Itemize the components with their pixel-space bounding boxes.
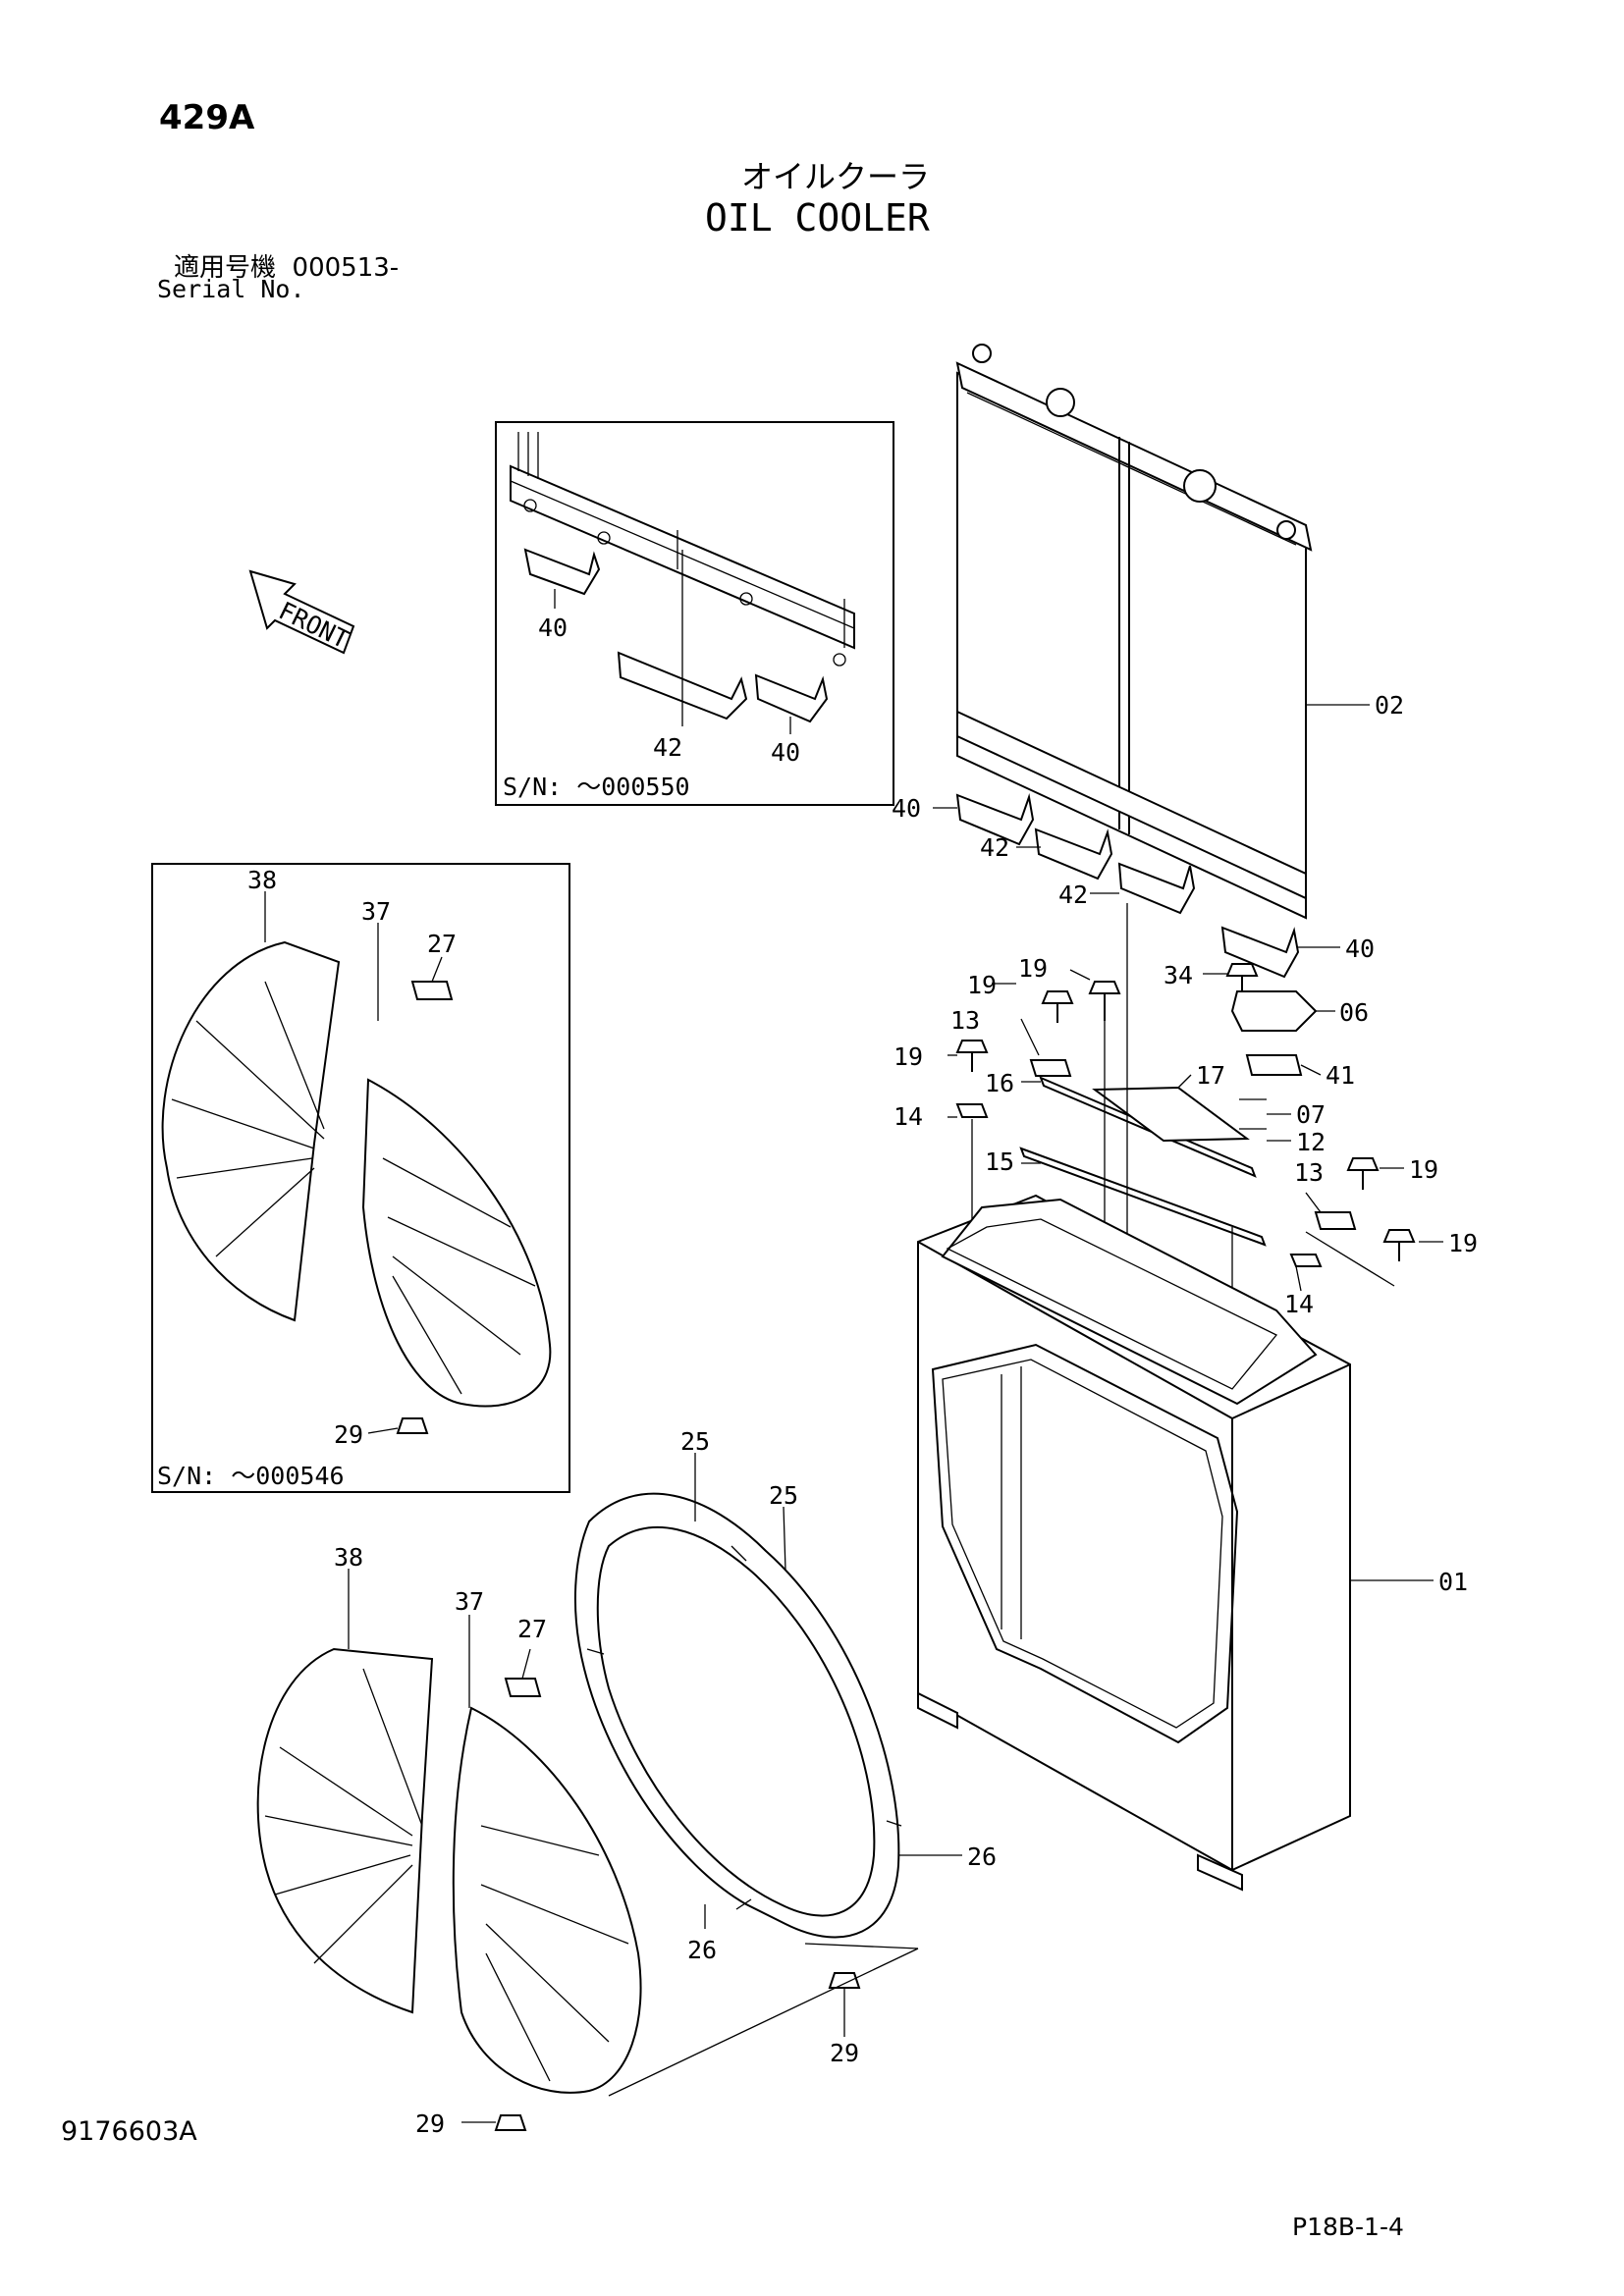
fan-guard-half-38 xyxy=(256,1647,434,2014)
bolt-19 xyxy=(1382,1229,1416,1261)
front-label: FRONT xyxy=(274,596,352,654)
callout-42-b: 42 xyxy=(1058,881,1088,909)
callout-19-b: 19 xyxy=(1018,954,1048,983)
bolt-19 xyxy=(1041,990,1074,1023)
callout-19-d: 19 xyxy=(1409,1155,1438,1184)
callout-01: 01 xyxy=(1438,1568,1468,1596)
callout-27: 27 xyxy=(517,1615,547,1643)
fan-guard-main: 38 37 27 29 29 xyxy=(256,1543,919,2138)
callout-34: 34 xyxy=(1164,961,1193,989)
bolt-27-inset xyxy=(410,981,454,1000)
callout-19-e: 19 xyxy=(1448,1229,1478,1257)
inset-box-top: 40 42 40 S/N: ～000550 xyxy=(495,421,894,806)
strip-17 xyxy=(1092,1086,1250,1143)
callout-29-a: 29 xyxy=(830,2039,859,2067)
page-code: 429A xyxy=(159,98,255,137)
callout-29-b: 29 xyxy=(415,2109,445,2138)
callout-02: 02 xyxy=(1375,691,1404,720)
bolt-29 xyxy=(494,2114,527,2131)
callout-37-inset: 37 xyxy=(361,897,391,926)
callout-29-inset: 29 xyxy=(334,1420,363,1449)
callout-15: 15 xyxy=(985,1148,1014,1176)
serial-label-japanese: 適用号機 000513- xyxy=(174,247,399,284)
oil-cooler-core: 02 xyxy=(955,344,1404,920)
shroud-frame-01: 01 xyxy=(917,1194,1468,1892)
serial-label-english: Serial No. xyxy=(157,275,305,303)
plate-14 xyxy=(955,1103,989,1118)
inset-top-serial-note: S/N: ～000550 xyxy=(503,773,690,801)
bolt-29-inset xyxy=(396,1417,429,1434)
bolt-19 xyxy=(1346,1157,1380,1190)
plate-14 xyxy=(1289,1254,1323,1267)
bolts-plates-cluster: 19 19 13 19 14 16 15 17 34 06 41 07 12 1… xyxy=(893,903,1478,1394)
callout-42-a: 42 xyxy=(980,833,1009,862)
callout-14-a: 14 xyxy=(893,1102,923,1131)
plate-13 xyxy=(1029,1059,1072,1077)
document-id: 9176603A xyxy=(61,2116,197,2147)
callout-17: 17 xyxy=(1196,1061,1225,1090)
bolt-27 xyxy=(504,1678,542,1697)
bolt-19 xyxy=(955,1040,989,1072)
callout-13-a: 13 xyxy=(950,1006,980,1035)
callout-41: 41 xyxy=(1326,1061,1355,1090)
fan-guard-half-37 xyxy=(452,1706,642,2094)
bracket-06 xyxy=(1230,990,1318,1032)
callout-42-inset: 42 xyxy=(653,733,682,762)
title-english: OIL COOLER xyxy=(705,196,930,240)
shroud-ring: 25 25 26 26 xyxy=(573,1427,997,1964)
bolt-19 xyxy=(1088,981,1121,1021)
callout-06: 06 xyxy=(1339,998,1369,1027)
fan-guard-half-37-inset xyxy=(361,1078,552,1408)
callout-16: 16 xyxy=(985,1069,1014,1097)
front-direction-arrow: FRONT xyxy=(248,569,355,654)
callout-19-c: 19 xyxy=(893,1042,923,1071)
page-reference: P18B-1-4 xyxy=(1292,2213,1404,2241)
callout-40-inset-a: 40 xyxy=(538,614,568,642)
strip-15 xyxy=(1019,1147,1267,1247)
callout-25-a: 25 xyxy=(680,1427,710,1456)
callout-07: 07 xyxy=(1296,1100,1326,1129)
callout-25-b: 25 xyxy=(769,1481,798,1510)
callout-13-b: 13 xyxy=(1294,1158,1324,1187)
bolt-29 xyxy=(828,1972,861,1989)
serial-label-ja-text: 適用号機 xyxy=(174,253,277,283)
title-japanese: オイルクーラ xyxy=(741,158,931,195)
plate-13 xyxy=(1314,1211,1357,1230)
callout-40-inset-b: 40 xyxy=(771,738,800,767)
callout-26-b: 26 xyxy=(687,1936,717,1964)
inset-box-left: 38 37 27 29 S/N: ～000546 xyxy=(151,863,570,1493)
callout-27-inset: 27 xyxy=(427,930,457,958)
callout-37: 37 xyxy=(455,1587,484,1616)
callout-14-b: 14 xyxy=(1284,1290,1314,1318)
fan-guard-half-38-inset xyxy=(161,940,341,1322)
cover-41 xyxy=(1245,1054,1303,1076)
inset-left-serial-note: S/N: ～000546 xyxy=(157,1462,345,1490)
callout-38: 38 xyxy=(334,1543,363,1572)
callout-12: 12 xyxy=(1296,1128,1326,1156)
callout-19-a: 19 xyxy=(967,971,997,999)
callout-40-b: 40 xyxy=(1345,934,1375,963)
callout-38-inset: 38 xyxy=(247,866,277,894)
core-mount-brackets: 40 42 42 40 xyxy=(892,793,1375,979)
serial-value: 000513- xyxy=(292,253,400,283)
callout-40-a: 40 xyxy=(892,794,921,823)
callout-26-a: 26 xyxy=(967,1842,997,1871)
